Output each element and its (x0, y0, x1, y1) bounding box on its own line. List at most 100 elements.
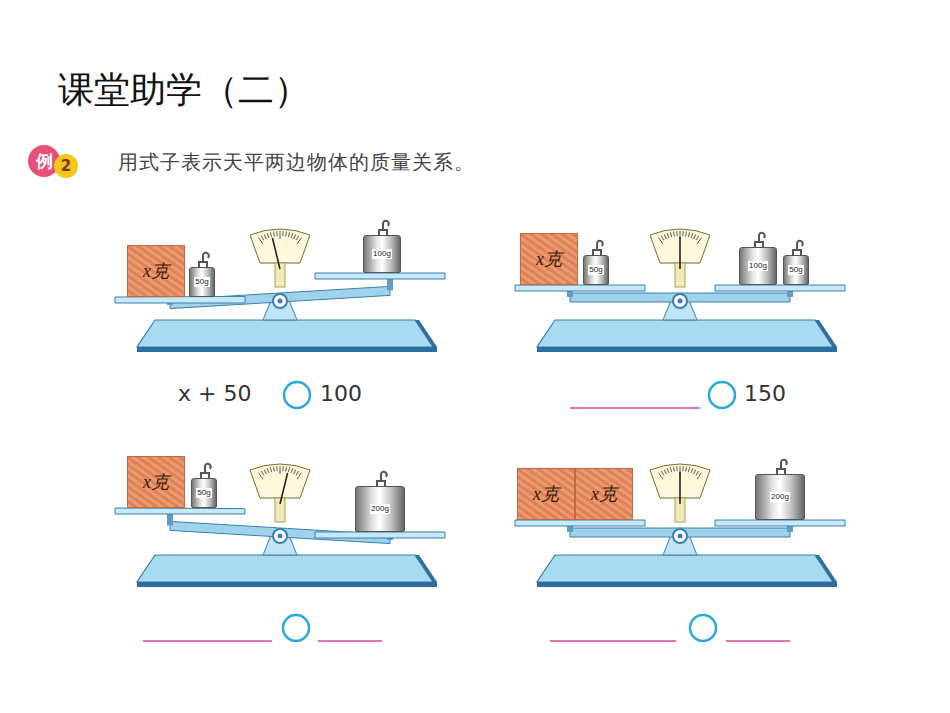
scale-part (673, 467, 675, 472)
scale-part (670, 232, 671, 237)
scale-part (267, 233, 269, 238)
scale-part (678, 299, 683, 304)
weight: 100g (739, 247, 777, 285)
weight-label: 50g (588, 265, 603, 275)
balance-scale (115, 229, 445, 352)
scale-part (667, 233, 669, 238)
weight-hook (756, 459, 806, 475)
scale-part (537, 582, 837, 587)
scale-part (415, 555, 437, 582)
weight-hook (356, 471, 406, 487)
weight-hook (190, 252, 216, 268)
scale-part (297, 238, 302, 245)
scale-part (276, 466, 277, 471)
weight-hook (740, 232, 778, 248)
balance-scale (515, 229, 845, 352)
scale-part (688, 232, 689, 237)
hook-path (593, 241, 603, 256)
weight-label: 200g (770, 492, 790, 502)
scale-part (137, 320, 433, 347)
scale-part (685, 467, 687, 472)
hook-path (201, 464, 211, 479)
weight-label: 50g (788, 265, 803, 275)
scale-part (278, 299, 283, 304)
scale-part (676, 466, 677, 471)
scale-part (537, 347, 837, 352)
scale-part (661, 236, 663, 240)
mass-label: x克 (536, 247, 562, 271)
scale-part (667, 468, 669, 473)
scale-part (315, 273, 445, 279)
scale-part (679, 472, 681, 504)
scale-part (315, 532, 445, 538)
scale-part (688, 467, 689, 472)
weight-hook (192, 463, 218, 479)
scale-part (664, 234, 666, 239)
scale-part (273, 467, 275, 472)
scale-part (280, 231, 281, 239)
unknown-mass-block: x克 (575, 468, 633, 520)
scale-part (696, 471, 698, 475)
scale-part (267, 468, 269, 473)
balance-scale (515, 464, 845, 587)
hook-path (199, 253, 209, 268)
weight-label: 50g (196, 488, 211, 498)
example-badge: 例2 (28, 144, 78, 178)
scale-part (294, 234, 296, 239)
scale-part (661, 471, 663, 475)
page-title: 课堂助学（二） (58, 66, 310, 115)
scale-part (261, 471, 263, 475)
weight: 50g (191, 478, 217, 508)
scale-part (273, 529, 287, 543)
scale-part (167, 513, 173, 525)
weight-label: 100g (748, 261, 768, 271)
scale-part (515, 285, 645, 291)
balance-scale (115, 464, 445, 587)
scale-part (537, 320, 833, 347)
scale-part (273, 232, 275, 237)
scale-part (673, 529, 687, 543)
scale-part (282, 466, 283, 471)
scale-part (294, 469, 296, 474)
compare-circle (284, 382, 310, 408)
weight-label: 200g (370, 504, 390, 514)
scale-part (137, 555, 433, 582)
answer-blank (570, 407, 700, 409)
scale-part (682, 231, 683, 236)
mass-label: x克 (591, 482, 617, 506)
compare-circle (709, 382, 735, 408)
weight-hook (584, 240, 610, 256)
answer-blank (550, 640, 676, 642)
scale-part (697, 238, 702, 245)
unknown-mass-block: x克 (127, 456, 185, 508)
scale-part (715, 285, 845, 291)
scale-part (285, 232, 287, 237)
scale-part (673, 232, 675, 237)
scale-part (261, 236, 263, 240)
weight: 200g (755, 474, 805, 520)
weight-hook (364, 220, 402, 236)
scale-part (670, 467, 671, 472)
scale-part (291, 233, 293, 238)
weight: 100g (363, 235, 401, 273)
scale-part (685, 232, 687, 237)
scale-part (297, 473, 302, 480)
scale-part (291, 468, 293, 473)
hook-path (755, 233, 765, 248)
weight: 50g (783, 255, 809, 285)
equation-left: x + 50 (178, 381, 251, 406)
scale-part (280, 466, 281, 474)
scale-part (697, 473, 702, 480)
scale-part (676, 231, 677, 236)
scale-part (415, 320, 437, 347)
hook-path (777, 460, 787, 475)
weight-label: 50g (194, 277, 209, 287)
scale-part (273, 294, 287, 308)
scale-part (691, 468, 693, 473)
weight: 50g (189, 267, 215, 297)
scale-part (137, 347, 437, 352)
answer-blank (726, 640, 790, 642)
scale-part (673, 294, 687, 308)
scale-part (285, 467, 287, 472)
